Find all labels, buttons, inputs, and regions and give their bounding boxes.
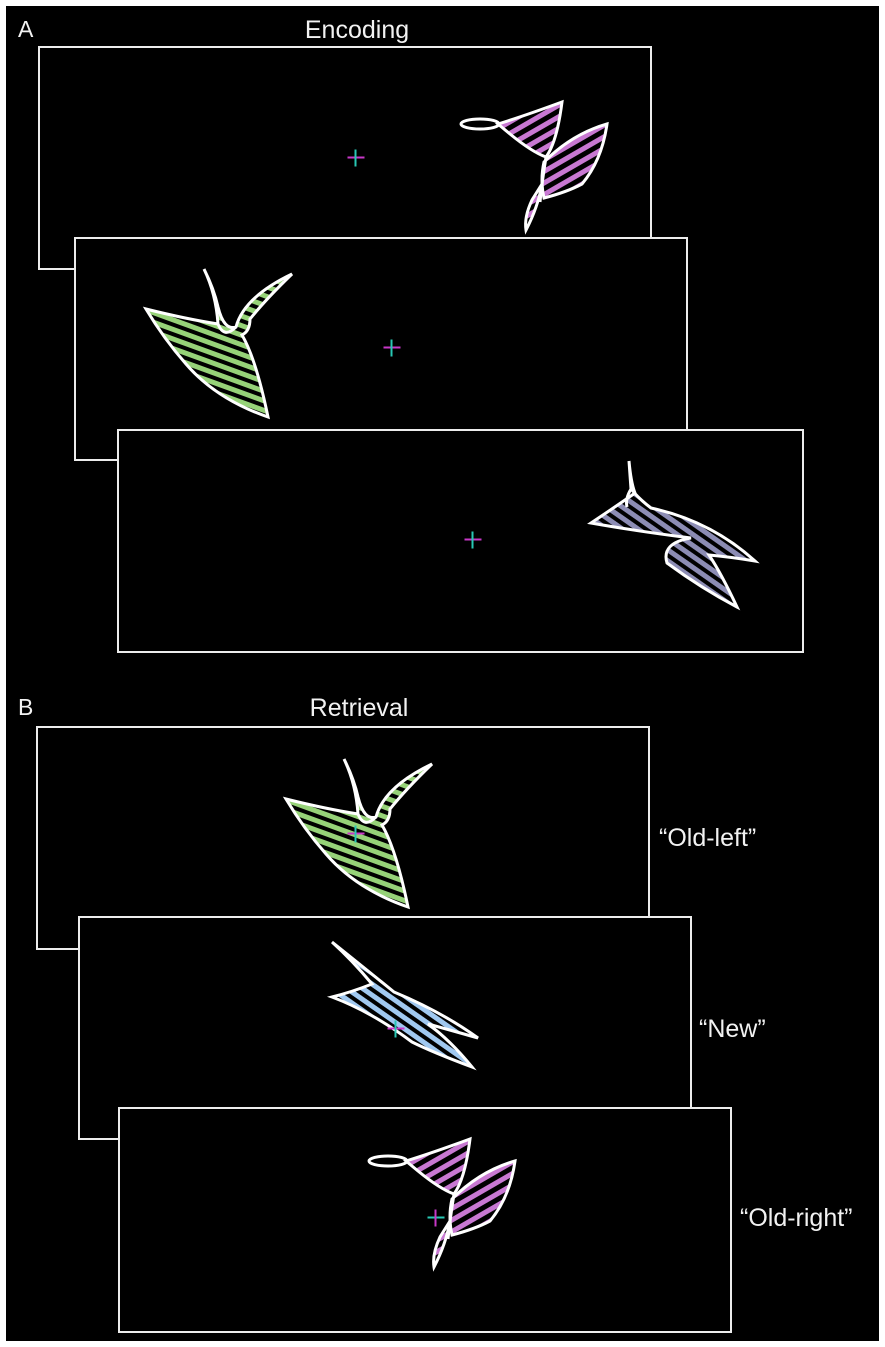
response-old-right: “Old-right” <box>740 1206 853 1231</box>
abstract-shape-blue-icon <box>332 942 482 1072</box>
abstract-shape-slate-icon <box>591 493 756 643</box>
encoding-frame-3 <box>117 429 804 653</box>
fixation-cross-icon <box>388 1021 405 1038</box>
fixation-cross-icon <box>348 826 365 843</box>
encoding-frame-2 <box>74 237 688 461</box>
panel-b-title: Retrieval <box>310 696 409 721</box>
panel-a-title: Encoding <box>305 18 409 43</box>
abstract-shape-magenta-icon <box>370 1149 520 1269</box>
abstract-shape-green-icon <box>146 269 296 419</box>
retrieval-frame-3 <box>118 1107 732 1333</box>
fixation-cross-icon <box>384 340 401 357</box>
abstract-shape-magenta-icon <box>462 112 612 232</box>
fixation-cross-icon <box>465 532 482 549</box>
figure: A Encoding B Retrieval “Old-left” “New” … <box>6 6 879 1341</box>
response-new: “New” <box>699 1017 766 1042</box>
panel-b-letter: B <box>18 696 33 719</box>
response-old-left: “Old-left” <box>659 826 756 851</box>
fixation-cross-icon <box>428 1210 445 1227</box>
panel-a-letter: A <box>18 18 33 41</box>
fixation-cross-icon <box>348 150 365 167</box>
